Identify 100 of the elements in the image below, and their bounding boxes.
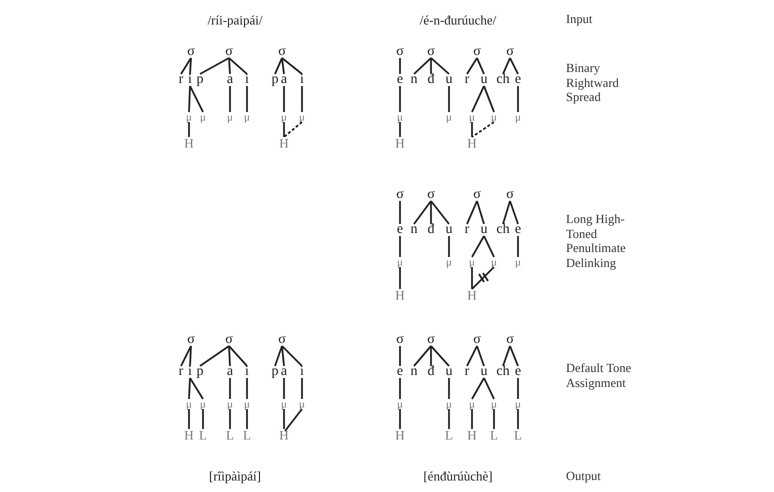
mora-symbol: μ xyxy=(515,258,521,268)
mora-symbol: μ xyxy=(244,112,250,124)
tone-letter: H xyxy=(395,428,405,442)
mora-symbol: μ xyxy=(491,400,497,410)
syllable-symbol: σ xyxy=(473,333,481,347)
syllable-symbol: σ xyxy=(278,333,286,347)
segment-letter: u xyxy=(446,73,452,87)
segment-letter: i xyxy=(300,365,304,379)
stage-label: Binary Rightward Spread xyxy=(566,61,620,104)
surface-form: [rîìpàìpáí] xyxy=(209,470,261,482)
segment-letter: i xyxy=(300,73,304,87)
segment-letter: u xyxy=(446,223,452,237)
syllable-symbol: σ xyxy=(473,45,481,59)
segment-letter: r xyxy=(178,365,184,379)
segment-letter: a xyxy=(280,365,288,379)
segment-letter: n xyxy=(410,73,418,87)
mora-symbol: μ xyxy=(397,258,403,268)
segment-letter: n xyxy=(410,223,418,237)
syllable-symbol: σ xyxy=(427,188,435,202)
tone-letter: L xyxy=(490,428,498,442)
stage-label: Long High-Toned Penultimate Delinking xyxy=(566,212,627,270)
mora-symbol: μ xyxy=(186,400,192,410)
segment-letter: đ xyxy=(428,365,434,379)
mora-symbol: μ xyxy=(469,258,475,268)
mora-symbol: μ xyxy=(186,112,192,124)
underlying-form: /ríi-paipái/ xyxy=(208,14,262,26)
stage-label: Default Tone Assignment xyxy=(566,361,632,390)
mora-symbol: μ xyxy=(446,400,452,410)
mora-symbol: μ xyxy=(397,112,403,124)
syllable-symbol: σ xyxy=(396,188,404,202)
segment-letter: u xyxy=(480,73,488,87)
tone-letter: H xyxy=(184,428,194,442)
segment-letter: r xyxy=(178,73,184,87)
segment-letter: e xyxy=(514,365,522,379)
tone-letter: L xyxy=(445,428,453,442)
tone-letter: H xyxy=(279,428,289,442)
tone-letter: H xyxy=(395,288,405,302)
mora-symbol: μ xyxy=(446,258,452,268)
segment-letter: u xyxy=(446,365,452,379)
segment-letter: đ xyxy=(428,223,434,237)
mora-symbol: μ xyxy=(491,112,497,124)
segment-letter: a xyxy=(280,73,288,87)
segment-letter: u xyxy=(480,365,488,379)
mora-symbol: μ xyxy=(299,112,305,124)
segment-letter: e xyxy=(396,223,404,237)
mora-symbol: μ xyxy=(446,112,452,124)
mora-symbol: μ xyxy=(281,400,287,410)
segment-letter: r xyxy=(464,365,470,379)
mora-symbol: μ xyxy=(515,400,521,410)
syllable-symbol: σ xyxy=(427,45,435,59)
segment-letter: n xyxy=(410,365,418,379)
segment-letter: p xyxy=(196,365,204,379)
segment-letter: r xyxy=(464,73,470,87)
segment-letter: e xyxy=(396,73,404,87)
tone-letter: L xyxy=(243,428,251,442)
mora-symbol: μ xyxy=(299,400,305,410)
mora-symbol: μ xyxy=(200,400,206,410)
segment-letter: đ xyxy=(428,73,434,87)
segment-letter: i xyxy=(188,73,192,87)
syllable-symbol: σ xyxy=(396,45,404,59)
segment-letter: p xyxy=(272,73,278,87)
segment-letter: a xyxy=(226,73,234,87)
segment-letter: p xyxy=(272,365,278,379)
tone-letter: H xyxy=(395,136,405,150)
mora-symbol: μ xyxy=(227,400,233,410)
stage-label: Output xyxy=(566,469,602,484)
syllable-symbol: σ xyxy=(187,45,195,59)
mora-symbol: μ xyxy=(281,112,287,124)
segment-letter: p xyxy=(196,73,204,87)
syllable-symbol: σ xyxy=(187,333,195,347)
mora-symbol: μ xyxy=(469,400,475,410)
stage-label: Input xyxy=(566,12,594,26)
segment-letter: i xyxy=(188,365,192,379)
tone-letter: L xyxy=(199,428,207,442)
tone-letter: H xyxy=(467,428,477,442)
syllable-symbol: σ xyxy=(506,45,514,59)
mora-symbol: μ xyxy=(244,400,250,410)
mora-symbol: μ xyxy=(515,112,521,124)
segment-letter: ch xyxy=(496,365,510,379)
syllable-symbol: σ xyxy=(506,333,514,347)
syllable-symbol: σ xyxy=(278,45,286,59)
segment-letter: e xyxy=(514,73,522,87)
mora-symbol: μ xyxy=(200,112,206,124)
tone-letter: H xyxy=(184,136,194,150)
segment-letter: ch xyxy=(496,223,510,237)
syllable-symbol: σ xyxy=(225,333,233,347)
segment-letter: a xyxy=(226,365,234,379)
segment-letter: e xyxy=(514,223,522,237)
segment-letter: e xyxy=(396,365,404,379)
underlying-form: /é-n-đurúuche/ xyxy=(420,14,496,26)
tone-letter: H xyxy=(467,288,477,302)
segment-letter: i xyxy=(245,73,249,87)
mora-symbol: μ xyxy=(491,258,497,268)
mora-symbol: μ xyxy=(227,112,233,124)
tone-letter: L xyxy=(226,428,234,442)
syllable-symbol: σ xyxy=(427,333,435,347)
syllable-symbol: σ xyxy=(225,45,233,59)
tone-letter: H xyxy=(279,136,289,150)
segment-letter: ch xyxy=(496,73,510,87)
tone-letter: L xyxy=(514,428,522,442)
